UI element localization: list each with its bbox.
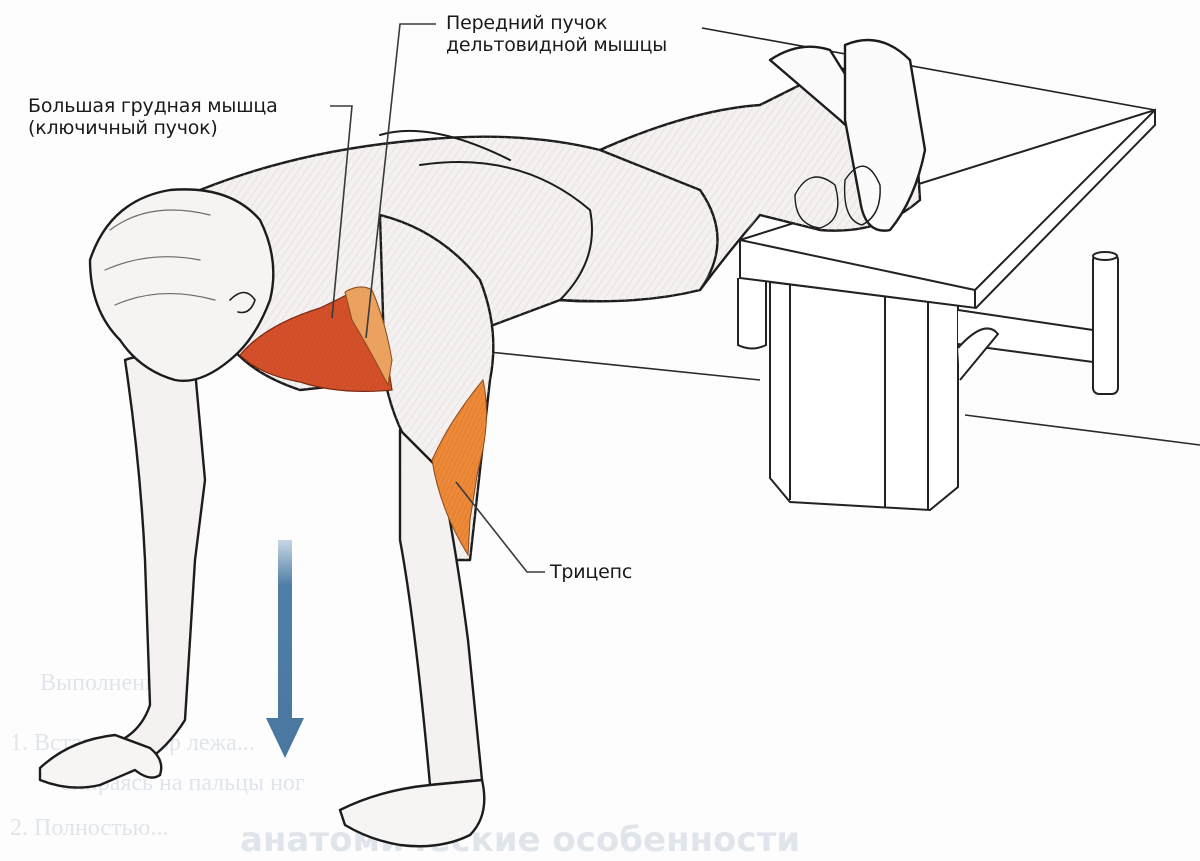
label-pectoralis-major: Большая грудная мышца (ключичный пучок) — [28, 95, 278, 139]
bleed-text-title: анатомические особенности — [240, 820, 801, 860]
bench — [701, 27, 1156, 512]
label-line: Передний пучок — [446, 12, 608, 34]
bleed-text-line: 2. Полностью... — [10, 815, 169, 841]
highlighted-muscles — [239, 286, 488, 557]
label-line: Трицепс — [550, 561, 633, 583]
leader-line-triceps — [455, 481, 545, 573]
leader-line-deltoid — [365, 23, 436, 339]
label-anterior-deltoid: Передний пучок дельтовидной мышцы — [446, 12, 667, 56]
floor-lines — [469, 349, 1200, 446]
label-line: Большая грудная мышца — [28, 95, 278, 117]
label-line: (ключичный пучок) — [28, 117, 218, 139]
label-triceps: Трицепс — [550, 561, 632, 583]
movement-arrow-icon — [266, 540, 304, 758]
leader-line-pec — [330, 105, 353, 319]
label-line: дельтовидной мышцы — [446, 34, 668, 56]
bleed-text-heading: Выполнение — [40, 670, 169, 696]
anterior-deltoid-muscle — [344, 286, 393, 387]
leader-lines — [330, 23, 545, 573]
